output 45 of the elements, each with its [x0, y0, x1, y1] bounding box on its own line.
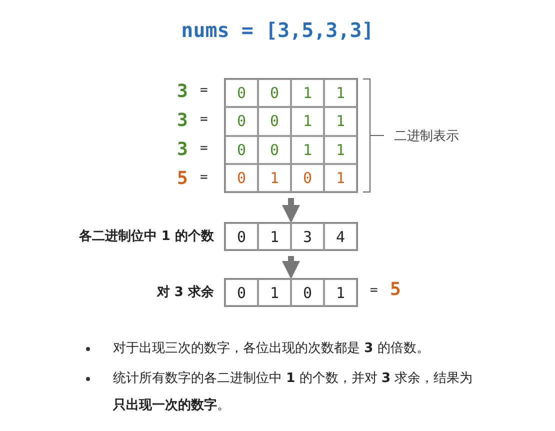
table-cell: 4: [324, 223, 357, 250]
equals-sign: =: [370, 283, 378, 298]
table-cell: 1: [291, 107, 324, 136]
row-caption: 对 3 求余: [156, 284, 214, 301]
table-cell: 1: [291, 79, 324, 108]
table-cell: 1: [324, 164, 357, 192]
down-arrow: [282, 256, 300, 279]
table-cell: 3: [291, 223, 324, 250]
row-number: 3: [177, 81, 188, 102]
table-cell: 0: [291, 164, 324, 192]
table-cell: 1: [258, 164, 291, 192]
table-cell: 1: [291, 136, 324, 164]
table-cell: 1: [324, 79, 357, 108]
table-cell: 1: [324, 279, 357, 306]
bracket-label: 二进制表示: [394, 128, 459, 144]
table-cell: 0: [225, 164, 258, 192]
table-cell: 0: [258, 136, 291, 164]
row-number: 3: [177, 138, 188, 160]
note-text: 对于出现三次的数字，各位出现的次数都是 3 的倍数。: [113, 340, 430, 358]
binary-table: [224, 222, 358, 251]
table-cell: 1: [324, 136, 357, 164]
binary-table: [224, 278, 358, 307]
note-text: 统计所有数字的各二进制位中 1 的个数，并对 3 求余，结果为只出现一次的数字。: [113, 370, 474, 415]
binary-table: [224, 78, 358, 193]
table-cell: 0: [225, 79, 258, 108]
title: nums = [3,5,3,3]: [180, 18, 375, 42]
result-value: 5: [390, 279, 401, 300]
down-arrow: [282, 198, 300, 223]
table-cell: 1: [258, 279, 291, 306]
row-number: 5: [177, 168, 188, 189]
table-cell: 0: [258, 107, 291, 136]
equals-sign: =: [200, 112, 208, 128]
table-cell: 0: [225, 279, 258, 306]
row-caption: 各二进制位中 1 的个数: [78, 228, 214, 245]
equals-sign: =: [200, 83, 208, 98]
table-cell: 0: [225, 136, 258, 164]
table-cell: 0: [225, 107, 258, 136]
equals-sign: =: [200, 170, 208, 185]
equals-sign: =: [200, 140, 208, 156]
table-cell: 1: [324, 107, 357, 136]
table-cell: 0: [258, 79, 291, 108]
table-cell: 0: [225, 223, 258, 250]
table-cell: 1: [258, 223, 291, 250]
row-number: 3: [177, 110, 188, 132]
table-cell: 0: [291, 279, 324, 306]
